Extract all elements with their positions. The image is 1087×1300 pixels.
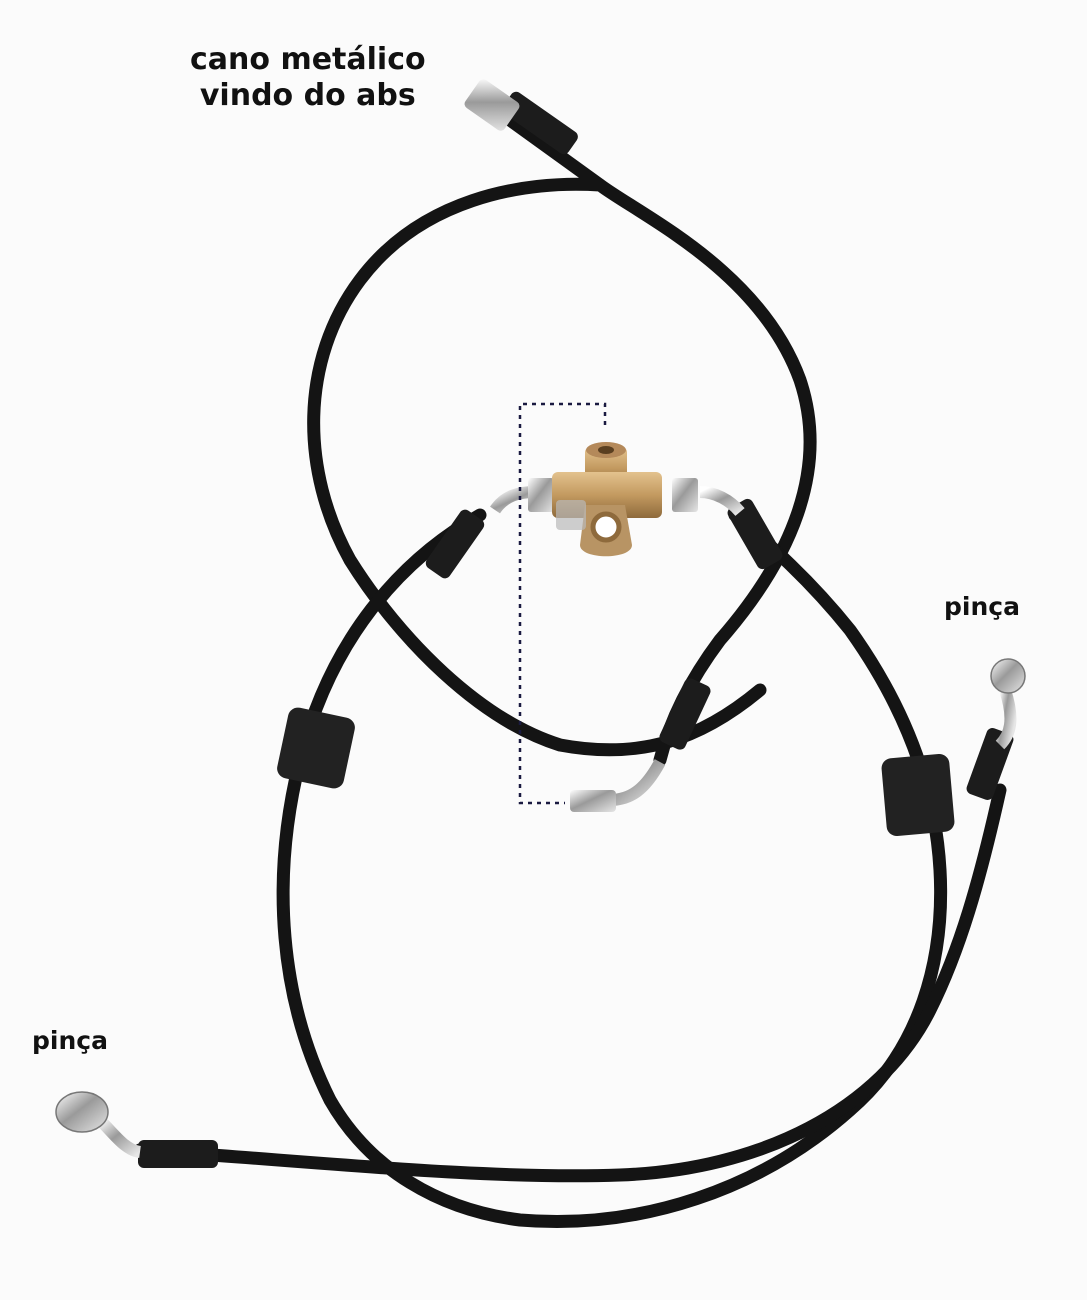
upper-hose [307,113,817,767]
center-bent-fitting [570,759,666,812]
metal-pipe-label-line1: cano metálico [190,42,426,77]
hose-sleeves [138,91,1014,1168]
left-caliper-hose [133,783,1007,1183]
right-caliper-label: pinça [944,592,1020,621]
rubber-grommets [277,707,955,836]
metal-pipe-label-line2: vindo do abs [199,78,416,113]
top-nut-fitting [464,79,520,131]
brass-tee-fitting [552,442,662,557]
tee-arm-fittings [490,478,745,517]
metal-pipe-label: cano metálico vindo do abs [190,42,426,114]
left-banjo-fitting [55,1091,142,1158]
lower-hose-loop [276,508,948,1229]
right-banjo-fitting [990,658,1026,750]
left-caliper-label: pinça [32,1026,108,1055]
